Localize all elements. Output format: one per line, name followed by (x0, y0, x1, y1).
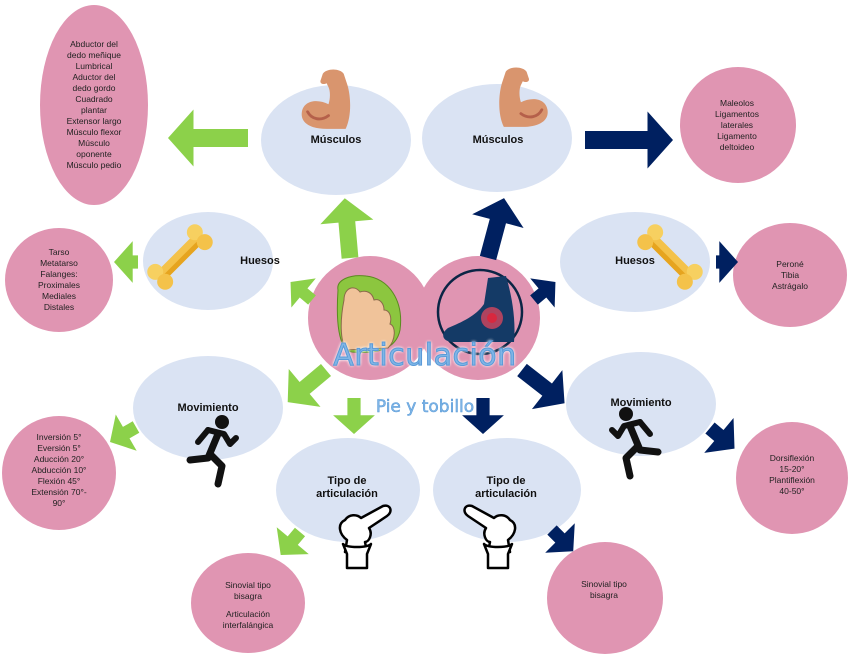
detail-line: Metatarso (40, 258, 78, 268)
detail-line: Astrágalo (772, 280, 808, 291)
arrow-center-to-huesos-left (290, 278, 316, 308)
detail-line: Plantiflexión (769, 475, 815, 485)
detail-line: Abductor del (70, 39, 118, 49)
detail-line: Aducción 20° (33, 453, 85, 464)
arrow-to-movimiento-detail-left (110, 414, 140, 451)
detail-bubble-movimiento-right (736, 422, 848, 534)
topic-ellipse-movimiento-right (566, 352, 716, 456)
topic-ellipse-musculos-left (261, 85, 411, 195)
ankle-pain-icon (436, 268, 524, 356)
topic-label-tipo-left: Tipo de articulación (316, 475, 378, 500)
detail-line: Sinovial tipo (581, 579, 627, 589)
arrow-to-tipo-detail-left (276, 527, 309, 555)
detail-line: Tarso (48, 247, 70, 257)
arrow-to-musculos-detail-right (585, 111, 673, 169)
detail-line: Eversión 5° (37, 442, 81, 453)
detail-line: 15-20° (779, 464, 805, 474)
arrow-center-to-movimiento-right (517, 363, 565, 410)
detail-line: Músculo flexor (66, 127, 122, 137)
detail-line: deltoideo (719, 141, 755, 152)
arrow-center-to-tipo-left (333, 398, 375, 434)
arrow-to-huesos-detail-right (716, 241, 738, 283)
detail-movimiento-left: Inversión 5°Eversión 5°Aducción 20°Abduc… (4, 420, 114, 520)
detail-line: bisagra (234, 590, 262, 601)
topic-label-tipo-right: Tipo de articulación (475, 475, 537, 500)
arrow-to-movimiento-detail-right (704, 417, 735, 453)
detail-line: Sinovial tipo (225, 579, 271, 590)
topic-ellipse-movimiento-left (133, 356, 283, 460)
detail-line: Proximales (37, 280, 81, 290)
detail-line: plantar (81, 105, 107, 115)
detail-line: Dorsiflexión (769, 453, 815, 463)
detail-line: Cuadrado (75, 94, 113, 104)
detail-line: Maleolos (719, 97, 755, 108)
topic-label-movimiento-right: Movimiento (610, 397, 672, 409)
arrow-to-huesos-detail-left (114, 241, 138, 283)
topic-ellipse-huesos-right (560, 212, 710, 312)
detail-line: Articulación (226, 608, 270, 619)
arrow-center-to-musculos-left (320, 198, 374, 259)
detail-line: Peroné (776, 258, 804, 269)
detail-line: dedo meñique (67, 50, 121, 60)
topic-label-musculos-right: Músculos (472, 134, 524, 146)
detail-line: Abducción 10° (31, 464, 87, 475)
detail-line: Inversión 5° (36, 431, 82, 442)
detail-bubble-musculos-left (40, 5, 148, 205)
detail-line: oponente (76, 149, 112, 159)
detail-bubble-musculos-right (680, 67, 796, 183)
detail-line: Falanges: (40, 269, 78, 279)
topic-label-huesos-left: Huesos (240, 255, 280, 267)
arrow-center-to-musculos-right (472, 198, 524, 261)
detail-line: Ligamentos (715, 108, 759, 119)
detail-line: Tibia (780, 269, 800, 280)
detail-line: Extensión 70°- (31, 486, 87, 497)
detail-line: bisagra (590, 590, 618, 600)
detail-bubble-huesos-right (733, 223, 847, 327)
detail-bubble-tipo-left (191, 553, 305, 653)
topic-label-musculos-left: Músculos (310, 134, 362, 146)
arrow-center-to-movimiento-left (287, 364, 332, 407)
detail-bubble-movimiento-left (2, 416, 116, 530)
detail-line: Lumbrical (75, 61, 113, 71)
center-subtitle: Pie y tobillo (375, 397, 475, 418)
detail-line: Mediales (41, 291, 77, 301)
detail-line: 40-50° (779, 486, 805, 496)
detail-bubble-tipo-right (547, 542, 663, 654)
detail-line: Ligamento (717, 130, 757, 141)
topic-label-movimiento-left: Movimiento (177, 402, 239, 414)
detail-bubble-huesos-left (5, 228, 113, 332)
arrow-center-to-tipo-right (462, 398, 504, 434)
detail-line: 90° (52, 497, 66, 508)
foot-icon (336, 275, 402, 353)
detail-line: Extensor largo (66, 116, 122, 126)
detail-line: Músculo (78, 138, 110, 148)
detail-line: Aductor del (72, 72, 116, 82)
center-title: Articulación (333, 338, 517, 374)
detail-line: dedo gordo (72, 83, 116, 93)
arrow-center-to-huesos-right (530, 278, 556, 308)
detail-line: Músculo pedio (66, 160, 122, 170)
detail-line: interfalángica (222, 619, 274, 630)
detail-line: Flexión 45° (37, 475, 81, 486)
topic-label-huesos-right: Huesos (615, 255, 655, 267)
topic-ellipse-huesos-left (143, 212, 273, 310)
detail-line: Distales (43, 302, 75, 312)
arrow-to-musculos-detail-left (168, 109, 248, 167)
detail-line: laterales (720, 119, 754, 130)
